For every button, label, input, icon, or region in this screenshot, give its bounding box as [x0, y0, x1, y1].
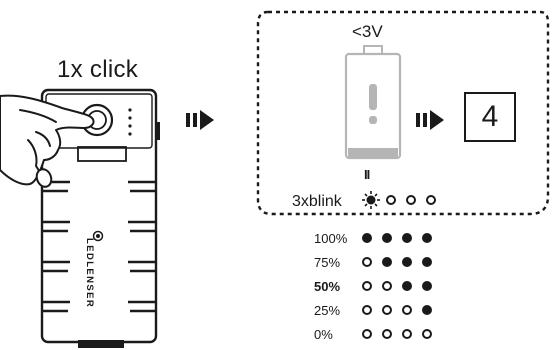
led-off-dot	[382, 281, 392, 291]
blinking-led-icon	[362, 191, 380, 209]
battery-level-dots	[362, 233, 432, 339]
led-off-dot	[382, 329, 392, 339]
brand-text: LEDLENSER	[84, 238, 95, 309]
led-on-dot	[402, 233, 412, 243]
led-on-dot	[422, 257, 432, 267]
click-instruction: 1x click	[57, 56, 139, 83]
led-off-dot	[362, 281, 372, 291]
led-off-dot	[402, 305, 412, 315]
low-battery-icon	[344, 45, 402, 160]
led-on-dot	[382, 233, 392, 243]
led-off-dot	[426, 195, 436, 205]
arrow-right-icon	[186, 110, 214, 130]
arrow-right-icon	[416, 110, 444, 130]
brand-logo-icon	[92, 230, 104, 242]
blink-result-box: 4	[464, 92, 516, 142]
led-on-dot	[402, 281, 412, 291]
low-voltage-label: <3V	[352, 22, 383, 41]
led-on-dot	[362, 233, 372, 243]
led-on-dot	[422, 233, 432, 243]
pause-mark: II	[364, 167, 370, 182]
hand-icon	[0, 94, 95, 188]
led-off-dot	[386, 195, 396, 205]
led-off-dot	[406, 195, 416, 205]
led-on-dot	[422, 305, 432, 315]
led-off-dot	[362, 305, 372, 315]
led-off-dot	[362, 329, 372, 339]
level-percent-label: 50%	[314, 279, 341, 294]
led-on-dot	[382, 257, 392, 267]
level-percent-label: 100%	[314, 231, 348, 246]
blink-indicator-dots	[386, 195, 436, 205]
level-percent-label: 0%	[314, 327, 333, 342]
power-bank-device	[40, 88, 160, 348]
level-percent-label: 75%	[314, 255, 341, 270]
level-percent-label: 25%	[314, 303, 341, 318]
led-off-dot	[362, 257, 372, 267]
led-off-dot	[382, 305, 392, 315]
led-off-dot	[402, 329, 412, 339]
callout-frame	[256, 10, 550, 216]
blink-label: 3xblink	[292, 193, 342, 210]
led-off-dot	[422, 329, 432, 339]
led-on-dot	[422, 281, 432, 291]
led-on-dot	[402, 257, 412, 267]
